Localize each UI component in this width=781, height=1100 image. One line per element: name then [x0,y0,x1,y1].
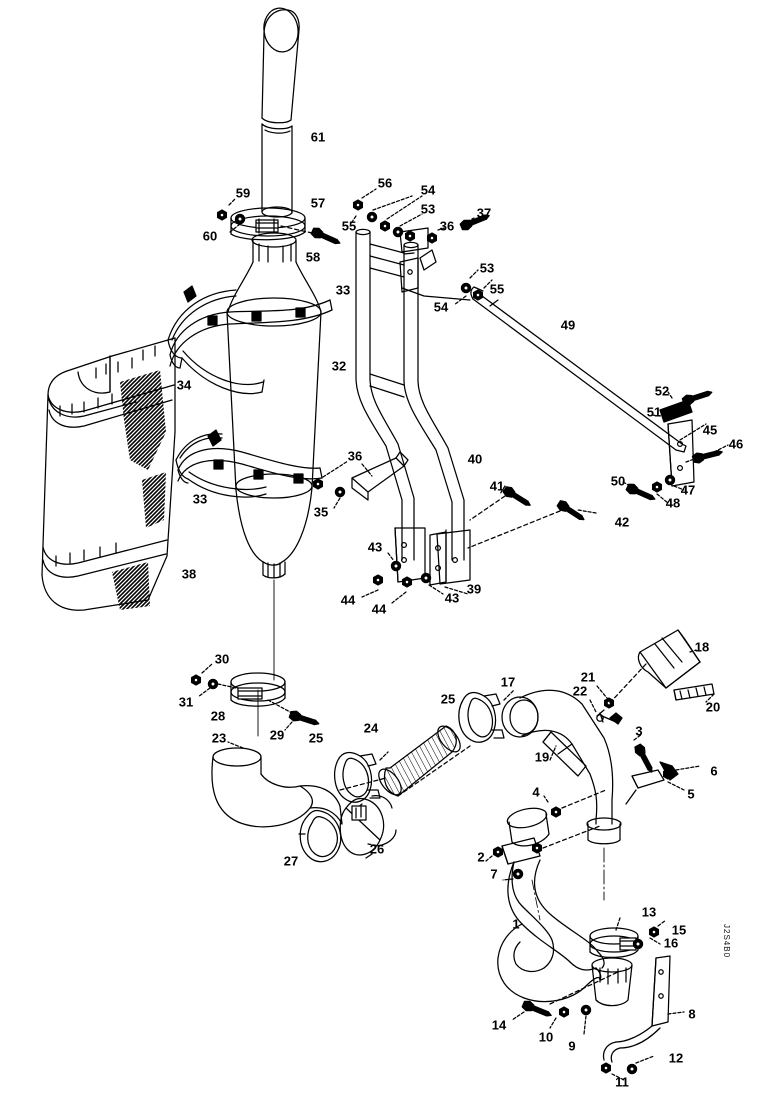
part-25-clamp-left [334,751,381,803]
hardware-29-bolt [267,699,321,731]
drawing-watermark: J2S4B0 [722,924,731,959]
part-1-lower-pipe [497,859,605,1003]
part-2-flange [485,807,601,881]
part-33-muffler-straps [169,299,333,484]
hardware-53-54-55-rod [453,269,493,306]
part-18-shield-plate [606,629,701,707]
part-38-heat-shield [41,337,176,611]
part-57-stack-clamp [230,207,306,241]
part-19-pad [542,731,587,777]
part-61-exhaust-stack [261,7,300,218]
part-32-muffler [226,232,322,579]
hardware-59-60 [216,197,246,233]
hardware-21-22 [589,685,623,725]
part-24-flex-pipe [339,725,471,797]
hardware-36-37-top [426,210,492,244]
part-39-bracket [429,531,469,595]
part-27-clamp [298,809,342,863]
part-28-outlet-clamp [230,579,286,737]
part-34-strap-band-lower [175,429,267,498]
part-23-elbow-pipe [211,741,343,828]
hardware-41-42 [467,484,597,549]
part-20-strip [673,683,715,703]
hardware-35-36-lower [312,460,349,509]
hardware-9-10-14 [511,971,619,1035]
part-34-strap-band [167,285,265,395]
part-26-connector-sleeve [339,794,397,859]
hardware-4 [543,789,607,818]
hardware-51-52 [651,386,714,423]
hardware-53-56-frame-top [351,188,471,301]
hardware-15-16 [632,919,667,950]
part-8-support-strap [602,955,685,1063]
hardware-58-bolt [280,225,343,249]
part-40-support-frame [351,228,471,585]
hardware-43-44 [361,552,444,604]
hardware-30-31 [190,663,237,698]
hardware-46-bolt [691,444,729,465]
hardware-3-5-6 [625,733,701,805]
part-49-brace-rod [470,286,687,453]
hardware-11-12 [600,1055,655,1081]
part-17-exhaust-pipe [501,689,622,901]
part-25-clamp-right [458,691,505,743]
hardware-47-48-50 [622,474,685,505]
